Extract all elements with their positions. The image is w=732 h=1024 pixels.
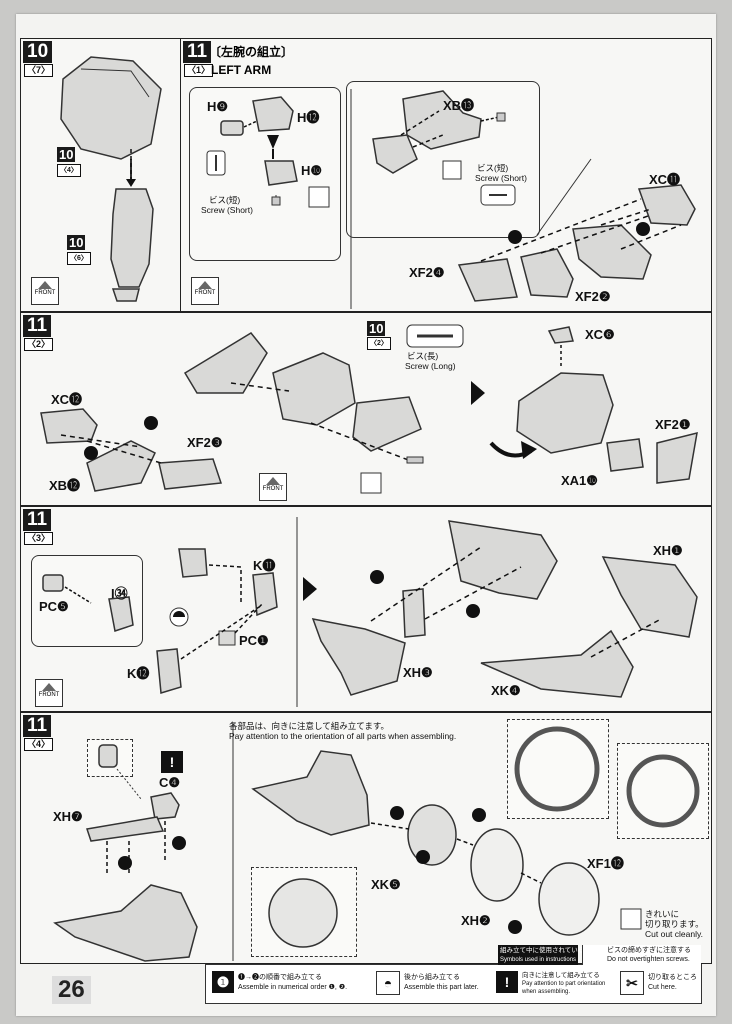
step-sub: 〈4〉 [24,738,54,751]
part-label-xf1-12: XF1⓬ [587,856,624,871]
part-label-xf2-1: XF2❶ [655,417,691,432]
legend-later-jp: 後から組み立てる [404,974,460,981]
part-label-xf2-2: XF2❷ [575,289,611,304]
part-label-xc6: XC❻ [585,327,615,342]
left-arm-diagram [206,89,696,309]
legend-later-en: Assemble this part later. [404,984,479,991]
part-label-xc11: XC⓫ [649,172,681,187]
part-label-pc1: PC❶ [239,633,269,648]
page-number: 26 [52,976,91,1004]
wrist-assembly-diagram [53,723,700,962]
symbol-legend: 組み立て中に使用されているアイコン Symbols used in instru… [205,945,702,1004]
part-label-xf2-4: XF2❹ [409,265,445,280]
order-icon: ❶ [212,971,234,993]
front-arrow-icon [266,477,280,485]
front-arrow-icon [198,281,212,289]
part-label-xh7: XH❼ [53,809,83,824]
ref-step-sub: 〈2〉 [367,337,391,350]
legend-cut-jp: 切り取るところ [648,974,697,981]
forearm-diagram [42,517,698,707]
step11-3-panel: 11 〈3〉 K⓫ PC❺ I㉞ PC❶ K⓬ XH❸ XH❶ XK❹ FRON… [20,506,712,712]
legend-screw: ビスの締めすぎに注意する Do not overtighten screws. [582,945,701,965]
arm-assembly-diagram [60,56,162,302]
part-label-pc5: PC❺ [39,599,69,614]
ref-step-box: 10 [57,147,76,162]
next-step-arrow [303,577,317,601]
screw-short-label-jp: ビス(短) [477,163,509,173]
orientation-note-en: Pay attention to the orientation of all … [229,731,457,741]
later-icon: ◓ [376,971,400,995]
cut-note-en: Cut out cleanly. [645,929,703,939]
part-label-xb12: XB⓬ [49,478,81,493]
part-label-xh1: XH❶ [653,543,683,558]
step11-2-panel: 11 〈2〉 10 〈2〉 ビス(長) Screw (Long) XC⓬ XF2… [20,312,712,506]
section-title-en: LEFT ARM [211,63,272,77]
legend-cut-en: Cut here. [648,984,677,991]
front-indicator: FRONT [35,679,63,707]
cut-note-jp: 切り取ります。 [645,919,704,929]
front-indicator: FRONT [259,473,287,501]
part-label-i34: I㉞ [111,586,128,601]
legend-order-jp: ❶→❷の順番で組み立てる [238,974,322,981]
legend-order-en: Assemble in numerical order ❶, ❷. [238,984,348,991]
part-label-xb13: XB⓭ [443,98,475,113]
part-label-xk5: XK❺ [371,877,401,892]
step-number: 11 [23,715,52,737]
screw-long-label-jp: ビス(長) [407,351,439,361]
next-step-arrow [471,381,485,405]
detail-inset [507,719,609,819]
part-label-xh3: XH❸ [403,665,433,680]
step11-4-panel: 11 〈4〉 各部品は、向きに注意して組み立てます。 Pay attention… [20,712,712,964]
orientation-icon: ! [496,971,518,993]
legend-orient-jp: 向きに注意して組み立てる [522,972,600,979]
step11-1-panel: 11 〈1〉 〔左腕の組立〕 LEFT ARM [180,38,712,312]
ref-step-box: 10 [67,235,86,250]
part-label-c4: C❹ [159,775,181,790]
front-indicator: FRONT [31,277,59,305]
orientation-note-jp: 各部品は、向きに注意して組み立てます。 [229,721,389,731]
step-sub: 〈2〉 [24,338,54,351]
left-arm-shoulder-diagram [40,324,698,494]
step-sub: 〈3〉 [24,532,54,545]
ref-step-sub: 〈4〉 [57,164,81,177]
part-label-k11: K⓫ [253,558,276,573]
part-label-h10: H❿ [301,163,323,178]
step-number: 10 [23,41,53,63]
part-label-xk4: XK❹ [491,683,521,698]
cut-icon: ✂ [620,971,644,995]
section-title-jp: 〔左腕の組立〕 [209,45,294,59]
part-label-xa1-10: XA1❿ [561,473,598,488]
cut-note-jp: きれいに [645,909,680,919]
part-label-h9: H❾ [207,99,229,114]
legend-orient-en: Pay attention to part orientation when a… [522,981,606,995]
screw-short-label-en: Screw (Short) [475,173,527,183]
step10-panel: 10 〈7〉 10 〈4〉 10 〈6〉 FRONT [20,38,182,312]
step-number: 11 [23,315,52,337]
step-sub: 〈1〉 [184,64,214,77]
part-label-xf2-3: XF2❸ [187,435,223,450]
step-number: 11 [23,509,52,531]
step-number: 11 [183,41,212,63]
screw-short-label-en: Screw (Short) [201,205,253,215]
part-label-h12: H⓬ [297,110,320,125]
front-indicator: FRONT [191,277,219,305]
legend-title: 組み立て中に使用されているアイコン Symbols used in instru… [498,945,610,965]
screw-long-label-en: Screw (Long) [405,361,456,371]
ref-step-sub: 〈6〉 [67,252,91,265]
part-label-xc12: XC⓬ [51,392,83,407]
part-label-xh2: XH❷ [461,913,491,928]
ref-step-box: 10 [367,321,386,336]
front-arrow-icon [42,683,56,691]
front-arrow-icon [38,281,52,289]
orientation-warning-icon: ! [161,751,183,773]
part-label-k12: K⓬ [127,666,150,681]
screw-short-label-jp: ビス(短) [209,195,241,205]
step-sub: 〈7〉 [24,64,54,77]
